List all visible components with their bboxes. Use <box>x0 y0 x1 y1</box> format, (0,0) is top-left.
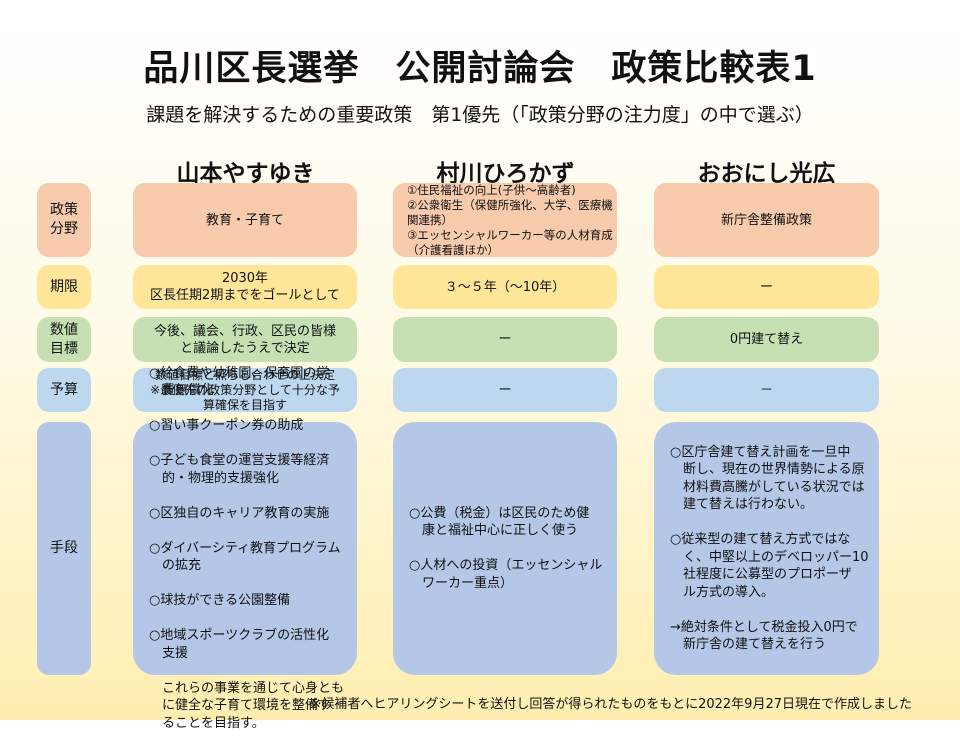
row-label-target: 数値 目標 <box>37 317 91 362</box>
budget-cell: － <box>654 368 879 412</box>
policy-area-cell: 新庁舎整備政策 <box>654 183 879 257</box>
means-cell: ○公費（税金）は区民のため健 康と福祉中心に正しく使う ○人材への投資（エッセン… <box>393 422 617 675</box>
deadline-cell: ３～５年（～10年） <box>393 265 617 309</box>
means-item: ○ダイバーシティ教育プログラム の拡充 <box>149 540 341 574</box>
budget-cell: ー <box>393 368 617 412</box>
means-cell: ○区庁舎建て替え計画を一旦中 断し、現在の世界情勢による原 材料費高騰がしている… <box>654 422 879 675</box>
candidate-name: 村川ひろかず <box>436 161 575 187</box>
policy-area-cell: 教育・子育て <box>133 183 357 257</box>
page-subtitle: 課題を解決するための重要政策 第1優先（「政策分野の注力度」の中で選ぶ） <box>146 104 814 126</box>
deadline-cell: ー <box>654 265 879 309</box>
means-item: ○地域スポーツクラブの活性化 支援 <box>149 628 330 661</box>
budget-cell: 数値目標と照らし合わせの上決定 ※最優先の政策分野として十分な予 算確保を目指す <box>133 368 357 412</box>
deadline-cell: 2030年 区長任期2期までをゴールとして <box>133 265 357 309</box>
means-item: ○区庁舎建て替え計画を一旦中 断し、現在の世界情勢による原 材料費高騰がしている… <box>670 444 865 513</box>
target-cell: 今後、議会、行政、区民の皆様 と議論したうえで決定 <box>133 317 357 362</box>
row-label-policy-area: 政策 分野 <box>37 183 91 257</box>
means-cell: ○給食費や幼稚園、保育園の学 費無償化 ○習い事クーポン券の助成 ○子ども食堂の… <box>133 366 357 731</box>
row-label-budget: 予算 <box>37 368 91 412</box>
means-item: ○球技ができる公園整備 <box>149 593 291 609</box>
candidate-name: 山本やすゆき <box>176 161 315 187</box>
means-item: ○従来型の建て替え方式ではな く、中堅以上のデベロッパー10 社程度に公募型のプ… <box>670 532 869 600</box>
target-cell: 0円建て替え <box>654 317 879 362</box>
target-cell: ー <box>393 317 617 362</box>
row-label-means: 手段 <box>37 422 91 675</box>
means-item: ○区独自のキャリア教育の実施 <box>149 505 330 521</box>
row-label-deadline: 期限 <box>37 265 91 309</box>
policy-area-cell: ①住民福祉の向上(子供～高齢者) ②公衆衛生（保健所強化、大学、医療機関連携） … <box>393 183 617 257</box>
means-item: →絶対条件として税金投入0円で 新庁舎の建て替えを行う <box>670 619 858 653</box>
candidate-name: おおにし光広 <box>697 161 836 187</box>
means-item: ○子ども食堂の運営支援等経済 的・物理的支援強化 <box>149 453 330 486</box>
footnote: ※候補者へヒアリングシートを送付し回答が得られたものをもとに2022年9月27日… <box>310 697 912 712</box>
page-title: 品川区長選挙 公開討論会 政策比較表1 <box>143 49 817 89</box>
means-item: ○公費（税金）は区民のため健 康と福祉中心に正しく使う <box>409 505 590 539</box>
means-item: ○習い事クーポン券の助成 <box>149 418 304 434</box>
means-item: ○給食費や幼稚園、保育園の学 費無償化 <box>149 365 330 399</box>
means-item: ○人材への投資（エッセンシャル ワーカー重点） <box>409 558 603 591</box>
